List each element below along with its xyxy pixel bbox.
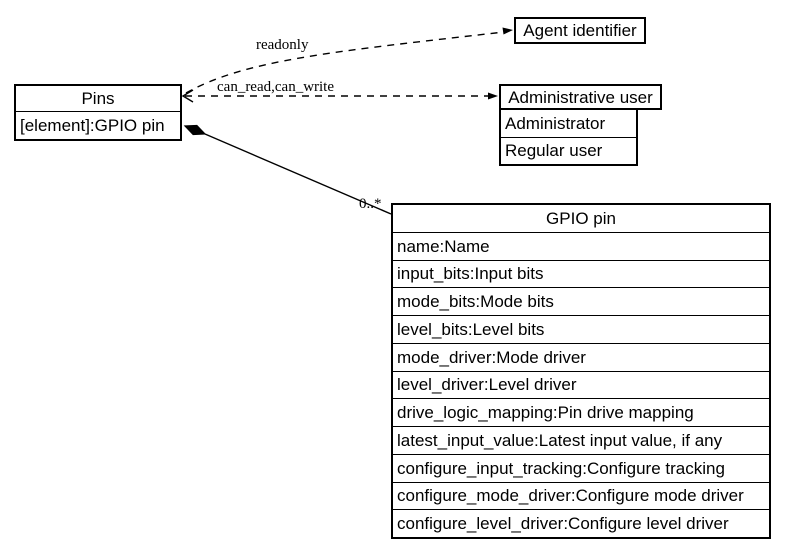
gpio-attribute-row: level_bits:Level bits (393, 315, 769, 343)
gpio-attribute-row: level_driver:Level driver (393, 370, 769, 399)
composition-edge-line (204, 133, 392, 215)
composition-diamond-icon (183, 124, 207, 136)
agent-identifier-title: Agent identifier (523, 21, 637, 40)
gpio-pin-table: GPIO pin name:Name input_bits:Input bits… (391, 203, 771, 539)
gpio-attribute-row: configure_input_tracking:Configure track… (393, 453, 769, 482)
readonly-arrowhead-icon (502, 27, 513, 35)
gpio-attribute-row: configure_mode_driver:Configure mode dri… (393, 481, 769, 510)
readonly-edge-line (185, 31, 505, 94)
pins-attribute-row: [element]:GPIO pin (16, 111, 180, 139)
administrative-user-box: Administrative user (499, 84, 662, 110)
gpio-attribute-row: mode_driver:Mode driver (393, 342, 769, 371)
administrative-user-subtypes: Administrator Regular user (499, 110, 638, 166)
gpio-attribute-row: name:Name (393, 231, 769, 260)
pins-title: Pins (81, 89, 115, 108)
administrative-user-title: Administrative user (508, 87, 653, 107)
pins-class-box: Pins [element]:GPIO pin (14, 84, 182, 141)
can-read-write-arrowhead-icon (488, 92, 498, 100)
gpio-attribute-row: input_bits:Input bits (393, 259, 769, 288)
administrator-row: Administrator (505, 113, 606, 133)
gpio-pin-title: GPIO pin (546, 208, 616, 228)
gpio-attribute-row: drive_logic_mapping:Pin drive mapping (393, 398, 769, 426)
gpio-attribute-row: mode_bits:Mode bits (393, 287, 769, 315)
regular-user-row: Regular user (501, 136, 636, 165)
edge-label-readonly: readonly (256, 37, 309, 53)
pins-open-arrowhead-icon (181, 89, 194, 103)
gpio-attribute-row: configure_level_driver:Configure level d… (393, 509, 769, 537)
multiplicity-label: 0..* (359, 196, 382, 212)
edge-label-can-read-can-write: can_read,can_write (217, 79, 335, 95)
gpio-attribute-row: latest_input_value:Latest input value, i… (393, 426, 769, 454)
agent-identifier-box: Agent identifier (514, 17, 646, 44)
